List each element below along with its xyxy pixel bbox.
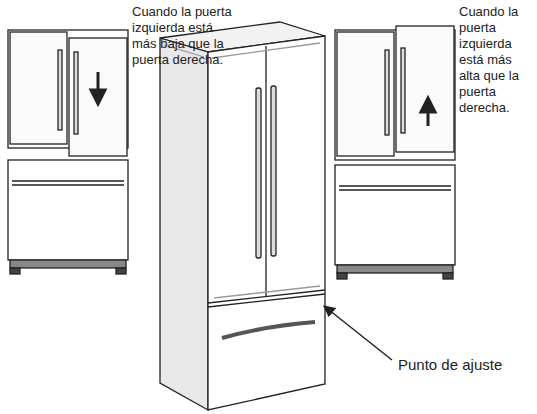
- callout-label: Punto de ajuste: [398, 356, 502, 374]
- leader-arrow: [324, 306, 392, 360]
- fridge-center: [160, 22, 325, 410]
- fridge-right: [335, 26, 455, 279]
- condition-caption: Cuando la puerta izquierda está más baja…: [132, 4, 240, 68]
- condition-caption: Cuando la puerta izquierda está más alta…: [459, 4, 535, 116]
- fridge-left: [8, 30, 128, 274]
